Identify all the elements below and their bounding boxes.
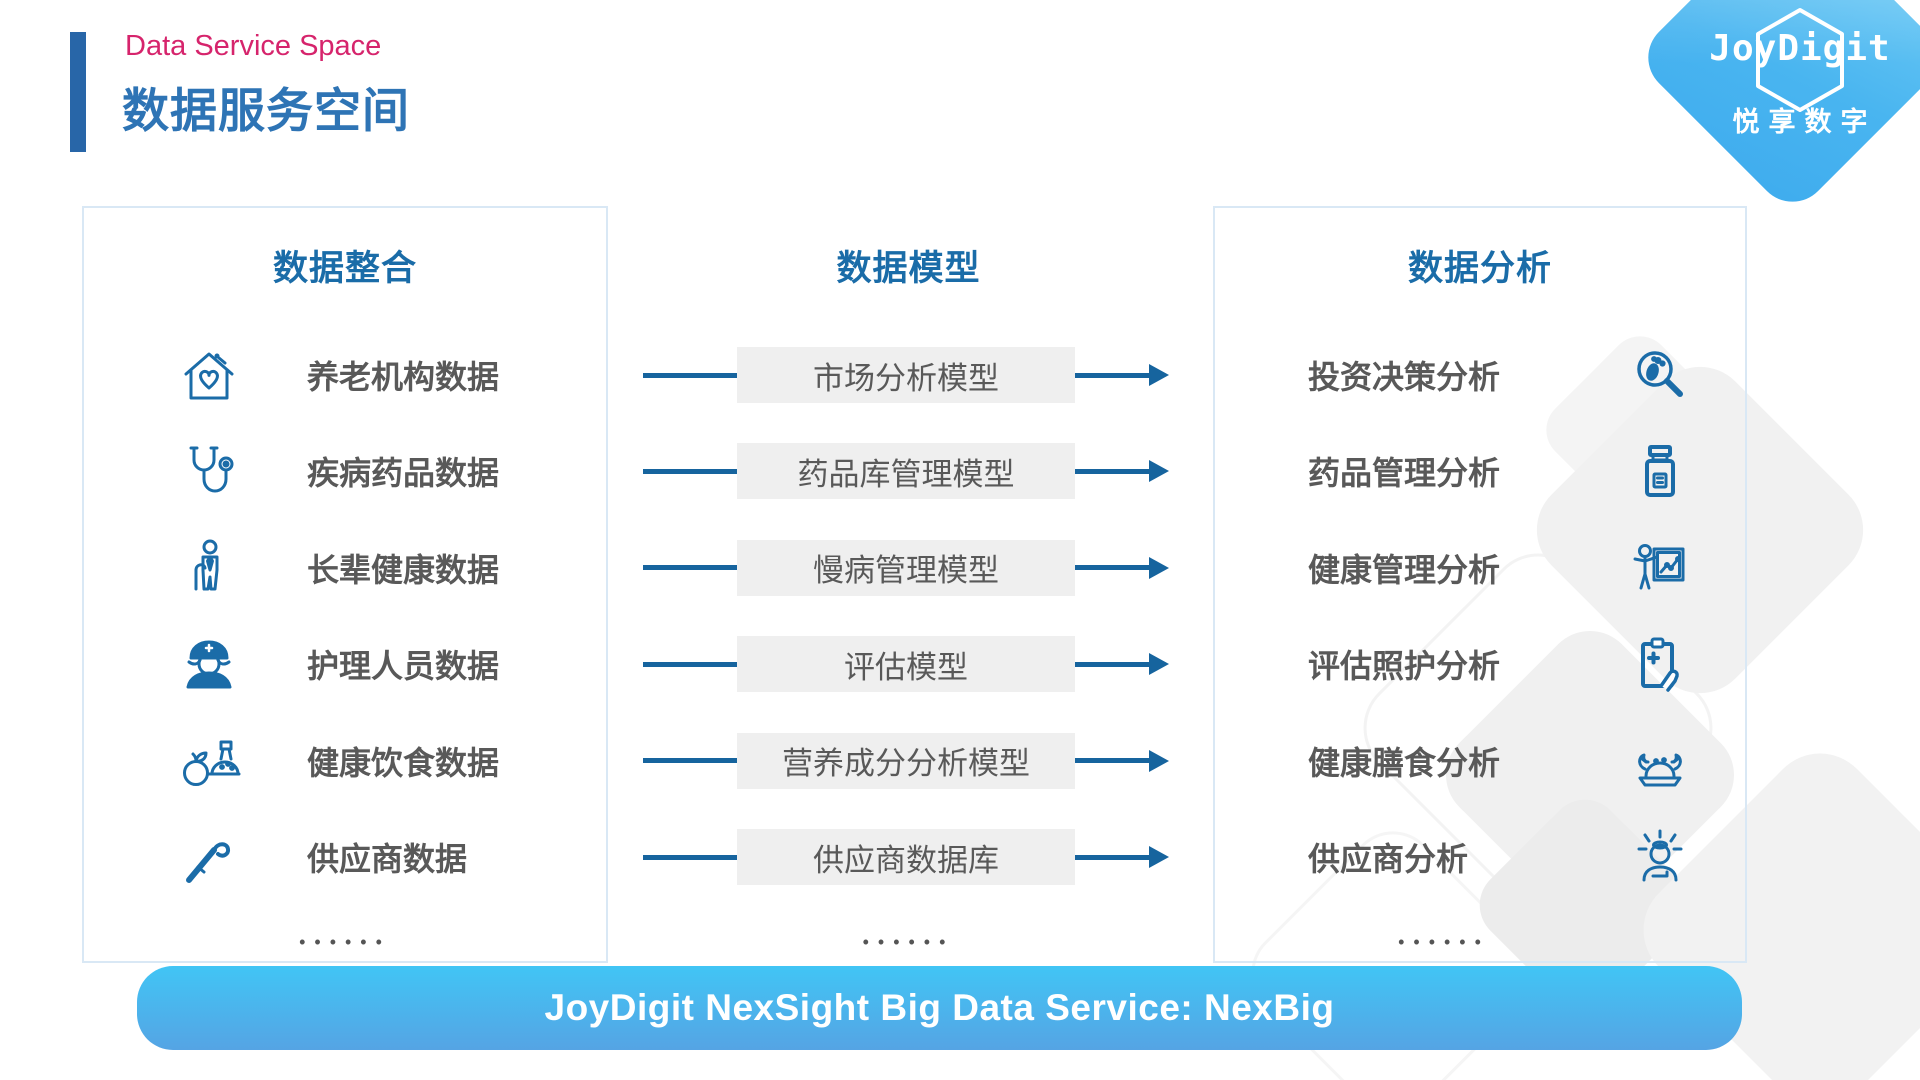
integration-panel [82, 206, 608, 963]
model-row: 市场分析模型 [643, 343, 1174, 407]
analysis-ellipsis: •••••• [1398, 932, 1490, 952]
analysis-panel [1213, 206, 1747, 963]
arrow-head-icon [1149, 749, 1169, 772]
footer-banner-text: JoyDigit NexSight Big Data Service: NexB… [544, 987, 1335, 1028]
nurse-icon [177, 632, 241, 696]
analysis-item-label: 健康膳食分析 [1308, 744, 1501, 781]
idea-person-icon [1628, 825, 1692, 889]
integration-row: 长辈健康数据 [177, 536, 597, 600]
model-box: 营养成分分析模型 [737, 732, 1075, 789]
integration-ellipsis: •••••• [299, 932, 391, 952]
model-ellipsis: •••••• [862, 932, 955, 952]
model-row: 供应商数据库 [643, 825, 1174, 889]
model-box: 供应商数据库 [737, 829, 1075, 885]
analysis-item-label: 供应商分析 [1308, 841, 1469, 877]
integration-item-label: 健康饮食数据 [307, 744, 500, 781]
footer-banner: JoyDigit NexSight Big Data Service: NexB… [137, 966, 1742, 1050]
model-row: 评估模型 [643, 632, 1174, 696]
connector-line [643, 468, 737, 474]
page-title: 数据服务空间 [122, 84, 410, 137]
integration-item-label: 养老机构数据 [307, 359, 500, 395]
analysis-row: 健康膳食分析 [1308, 729, 1692, 793]
logo-brand-en: JoyDigit [1709, 28, 1891, 69]
arrow-line [1075, 758, 1149, 764]
connector-line [643, 372, 737, 378]
model-row: 慢病管理模型 [643, 536, 1174, 600]
arrow-head-icon [1149, 460, 1169, 483]
arrow-head-icon [1149, 846, 1169, 868]
analysis-row: 健康管理分析 [1308, 536, 1692, 600]
connector-line [643, 854, 737, 860]
integration-row: 健康饮食数据 [177, 729, 597, 793]
arrow-line [1075, 372, 1149, 378]
arrow-line [1075, 565, 1149, 571]
arrow-line [1075, 854, 1149, 860]
analysis-row: 供应商分析 [1308, 825, 1692, 889]
integration-item-label: 疾病药品数据 [307, 455, 500, 492]
logo-brand-zh: 悦享数字 [1732, 107, 1877, 137]
model-box: 慢病管理模型 [737, 539, 1075, 596]
analysis-item-label: 评估照护分析 [1308, 648, 1501, 685]
analysis-item-label: 药品管理分析 [1308, 455, 1501, 492]
house-heart-icon [177, 343, 241, 407]
magnifier-footprint-icon [1628, 343, 1692, 407]
integration-row: 疾病药品数据 [177, 439, 597, 503]
model-box: 评估模型 [737, 636, 1075, 693]
arrow-line [1075, 468, 1149, 474]
supplier-cane-icon [177, 825, 241, 889]
model-column-title: 数据模型 [836, 249, 981, 288]
integration-item-label: 护理人员数据 [307, 648, 500, 685]
analysis-row: 药品管理分析 [1308, 439, 1692, 503]
medicine-bottle-icon [1628, 439, 1692, 503]
stethoscope-icon [177, 439, 241, 503]
analysis-item-label: 投资决策分析 [1308, 359, 1501, 395]
integration-item-label: 供应商数据 [307, 841, 468, 877]
analysis-row: 评估照护分析 [1308, 632, 1692, 696]
healthy-food-icon [177, 729, 241, 793]
arrow-head-icon [1149, 556, 1169, 579]
meal-dish-icon [1628, 729, 1692, 793]
analysis-column-title: 数据分析 [1407, 249, 1552, 288]
integration-column-title: 数据整合 [272, 249, 417, 288]
integration-row: 供应商数据 [177, 825, 597, 889]
arrow-head-icon [1149, 653, 1169, 676]
analysis-row: 投资决策分析 [1308, 343, 1692, 407]
brand-logo: JoyDigit 悦享数字 [1672, 4, 1920, 137]
arrow-line [1075, 661, 1149, 667]
connector-line [643, 758, 737, 764]
model-row: 药品库管理模型 [643, 439, 1174, 503]
logo-hexagon-icon [1756, 8, 1844, 112]
subtitle-en: Data Service Space [125, 30, 382, 62]
integration-item-label: 长辈健康数据 [307, 551, 500, 588]
connector-line [643, 565, 737, 571]
health-chart-person-icon [1628, 536, 1692, 600]
integration-row: 护理人员数据 [177, 632, 597, 696]
model-box: 药品库管理模型 [737, 443, 1075, 500]
analysis-item-label: 健康管理分析 [1308, 551, 1501, 588]
elderly-person-icon [177, 536, 241, 600]
title-accent-bar [70, 32, 86, 152]
arrow-head-icon [1149, 364, 1169, 386]
clipboard-care-icon [1628, 632, 1692, 696]
connector-line [643, 661, 737, 667]
model-row: 营养成分分析模型 [643, 729, 1174, 793]
integration-row: 养老机构数据 [177, 343, 597, 407]
model-box: 市场分析模型 [737, 347, 1075, 403]
